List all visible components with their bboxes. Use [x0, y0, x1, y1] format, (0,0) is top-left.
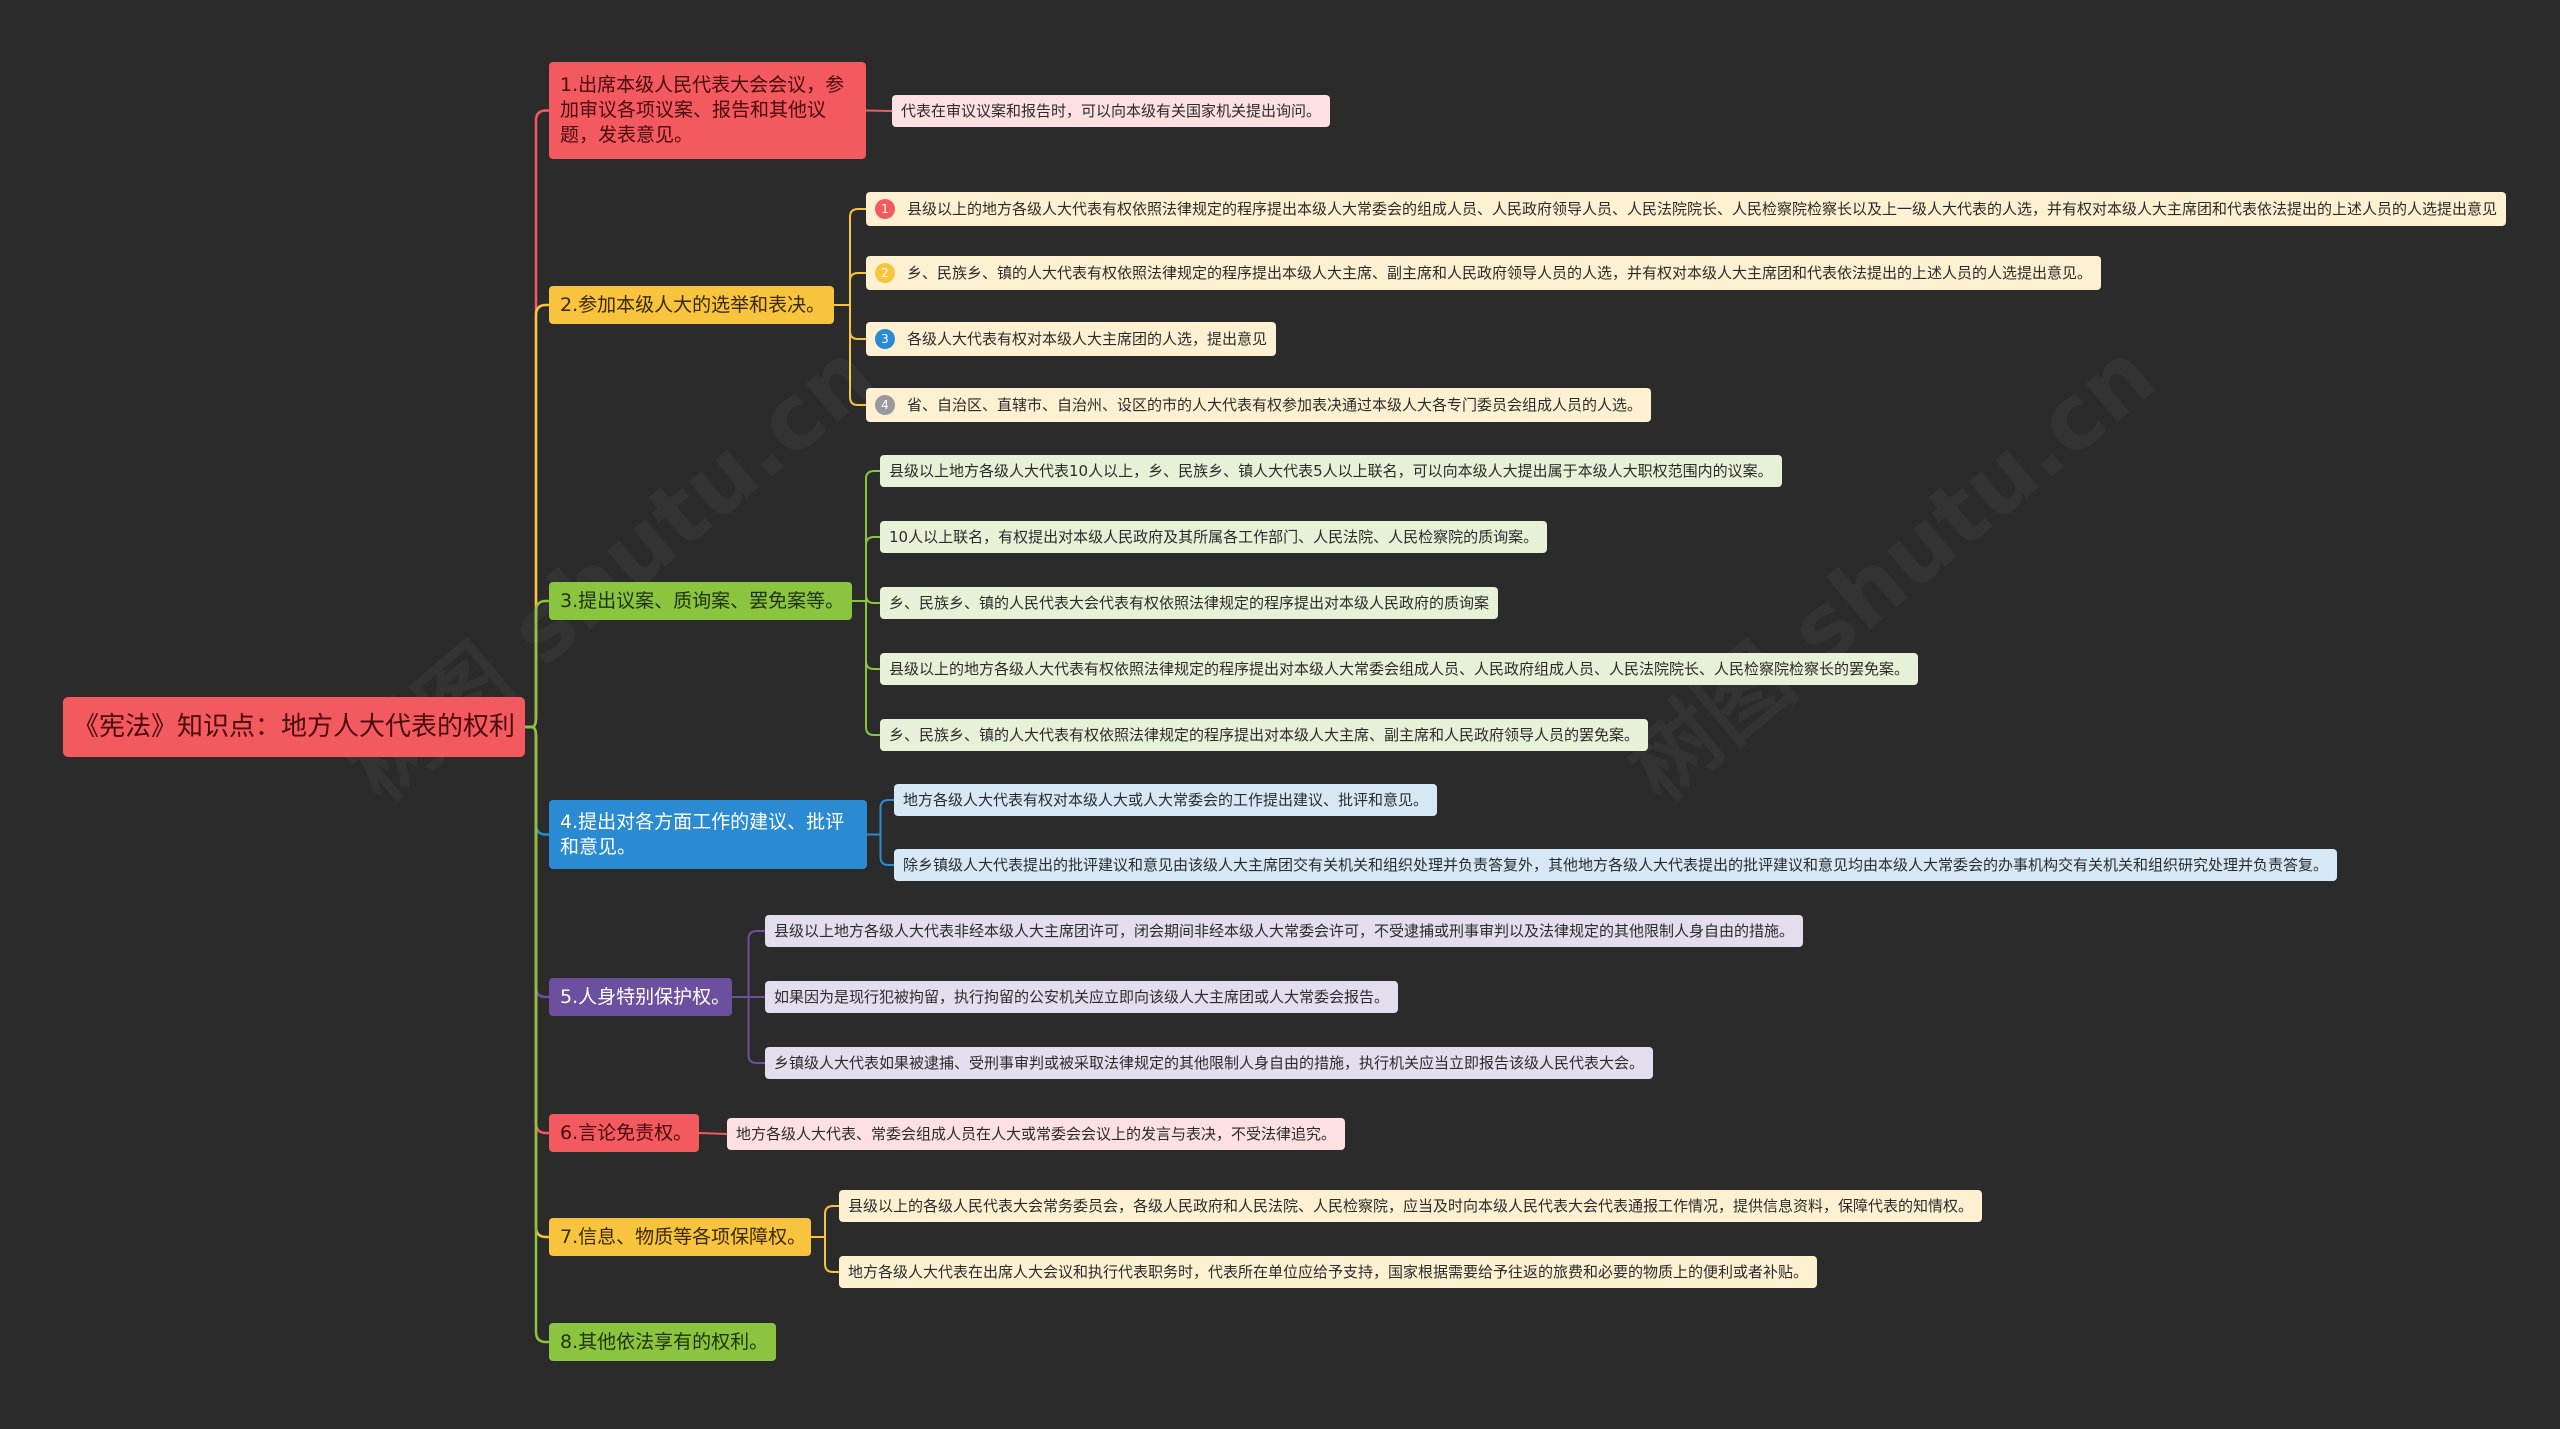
leaf-connector: [732, 930, 765, 998]
leaf-node[interactable]: 如果因为是现行犯被拘留，执行拘留的公安机关应立即向该级人大主席团或人大常委会报告…: [765, 981, 1399, 1013]
branch-node-8[interactable]: 8.其他依法享有的权利。: [549, 1323, 776, 1361]
leaf-connector: [732, 996, 765, 1064]
leaf-connector: [852, 536, 880, 602]
leaf-connector: [834, 208, 866, 306]
leaf-node[interactable]: 乡镇级人大代表如果被逮捕、受刑事审判或被采取法律规定的其他限制人身自由的措施，执…: [765, 1047, 1654, 1079]
priority-1-icon: 1: [875, 199, 895, 219]
leaf-node[interactable]: 1 县级以上的地方各级人大代表有权依照法律规定的程序提出本级人大常委会的组成人员…: [866, 192, 2507, 226]
leaf-node[interactable]: 县级以上地方各级人大代表非经本级人大主席团许可，闭会期间非经本级人大常委会许可，…: [765, 915, 1804, 947]
branch-connector: [525, 725, 549, 1344]
branch-node-7[interactable]: 7.信息、物质等各项保障权。: [549, 1218, 811, 1256]
priority-3-icon: 3: [875, 329, 895, 349]
branch-node-5[interactable]: 5.人身特别保护权。: [549, 978, 732, 1016]
priority-4-icon: 4: [875, 395, 895, 415]
root-node[interactable]: 《宪法》知识点：地方人大代表的权利: [63, 697, 525, 757]
leaf-node[interactable]: 10人以上联名，有权提出对本级人民政府及其所属各工作部门、人民法院、人民检察院的…: [880, 521, 1548, 553]
leaf-node[interactable]: 乡、民族乡、镇的人民代表大会代表有权依照法律规定的程序提出对本级人民政府的质询案: [880, 587, 1499, 619]
leaf-node[interactable]: 县级以上地方各级人大代表10人以上，乡、民族乡、镇人大代表5人以上联名，可以向本…: [880, 455, 1782, 487]
leaf-node[interactable]: 2 乡、民族乡、镇的人大代表有权依照法律规定的程序提出本级人大主席、副主席和人民…: [866, 256, 2102, 290]
leaf-node[interactable]: 4 省、自治区、直辖市、自治州、设区的市的人大代表有权参加表决通过本级人大各专门…: [866, 388, 1652, 422]
leaf-node[interactable]: 县级以上的地方各级人大代表有权依照法律规定的程序提出对本级人大常委会组成人员、人…: [880, 653, 1919, 685]
leaf-connector: [811, 1236, 839, 1273]
leaf-connector: [867, 799, 894, 836]
leaf-node[interactable]: 县级以上的各级人民代表大会常务委员会，各级人民政府和人民法院、人民检察院，应当及…: [839, 1190, 1983, 1222]
leaf-connector: [867, 833, 894, 866]
leaf-connector: [698, 1132, 728, 1135]
leaf-connector: [852, 470, 880, 602]
leaf-node[interactable]: 除乡镇级人大代表提出的批评建议和意见由该级人大主席团交有关机关和组织处理并负责答…: [894, 849, 2338, 881]
branch-node-3[interactable]: 3.提出议案、质询案、罢免案等。: [549, 582, 852, 620]
branch-node-1[interactable]: 1.出席本级人民代表大会会议，参加审议各项议案、报告和其他议题，发表意见。: [549, 62, 866, 159]
leaf-connector: [834, 272, 866, 306]
leaf-text: 乡、民族乡、镇的人大代表有权依照法律规定的程序提出本级人大主席、副主席和人民政府…: [907, 264, 2093, 282]
leaf-connector: [852, 600, 880, 736]
branch-node-4[interactable]: 4.提出对各方面工作的建议、批评和意见。: [549, 800, 867, 869]
leaf-node[interactable]: 地方各级人大代表在出席人大会议和执行代表职务时，代表所在单位应给予支持，国家根据…: [839, 1256, 1818, 1288]
leaf-connector: [852, 594, 880, 604]
leaf-node[interactable]: 代表在审议议案和报告时，可以向本级有关国家机关提出询问。: [892, 95, 1331, 127]
branch-node-6[interactable]: 6.言论免责权。: [549, 1114, 699, 1152]
branch-node-2[interactable]: 2.参加本级人大的选举和表决。: [549, 286, 834, 324]
leaf-connector: [811, 1205, 839, 1238]
leaf-text: 县级以上的地方各级人大代表有权依照法律规定的程序提出本级人大常委会的组成人员、人…: [907, 200, 2498, 218]
leaf-text: 省、自治区、直辖市、自治州、设区的市的人大代表有权参加表决通过本级人大各专门委员…: [907, 396, 1643, 414]
leaf-connector: [834, 304, 866, 406]
leaf-connector: [865, 109, 893, 112]
leaf-node[interactable]: 地方各级人大代表、常委会组成人员在人大或常委会会议上的发言与表决，不受法律追究。: [727, 1118, 1346, 1150]
leaf-node[interactable]: 地方各级人大代表有权对本级人大或人大常委会的工作提出建议、批评和意见。: [894, 784, 1438, 816]
leaf-node[interactable]: 3 各级人大代表有权对本级人大主席团的人选，提出意见: [866, 322, 1277, 356]
leaf-node[interactable]: 乡、民族乡、镇的人大代表有权依照法律规定的程序提出对本级人大主席、副主席和人民政…: [880, 719, 1649, 751]
priority-2-icon: 2: [875, 263, 895, 283]
leaf-text: 各级人大代表有权对本级人大主席团的人选，提出意见: [907, 330, 1268, 348]
